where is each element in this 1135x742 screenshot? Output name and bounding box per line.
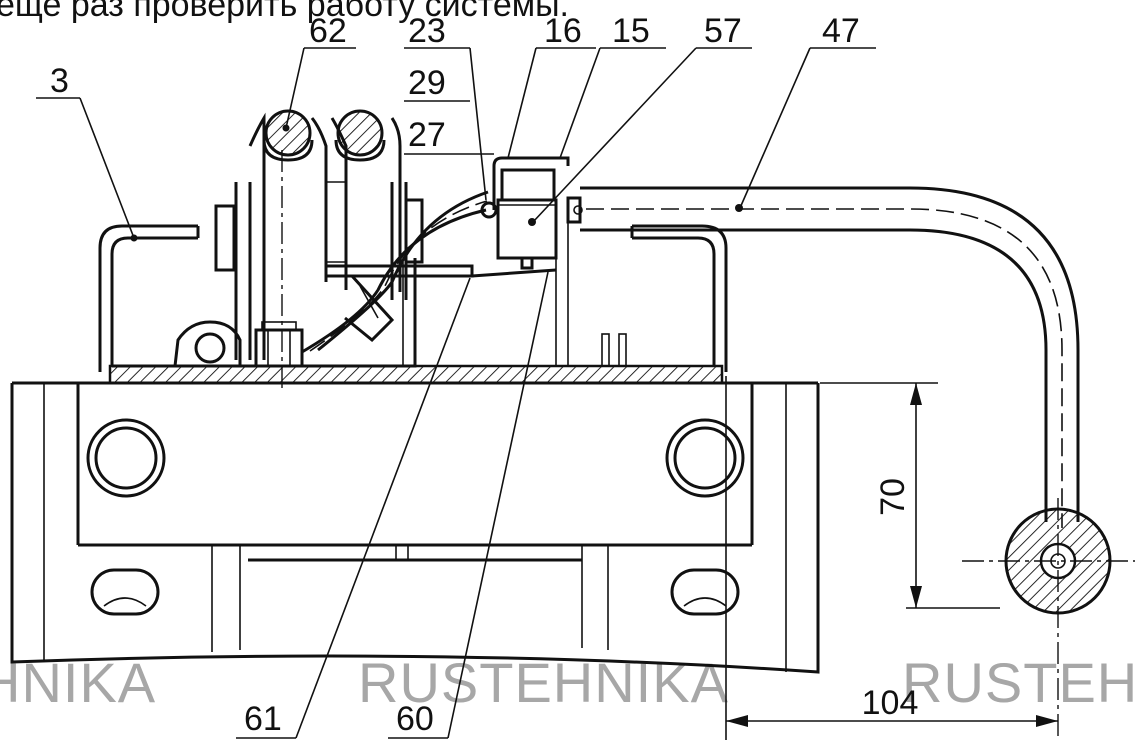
callout-3-label: 3 <box>50 62 69 100</box>
callout-29-label: 29 <box>408 64 446 102</box>
base-bolt <box>254 321 304 368</box>
pivot-bracket <box>173 320 242 367</box>
callout-62-label: 62 <box>309 12 347 50</box>
callout-23: 23 <box>404 12 487 201</box>
callout-61: 61 <box>236 277 471 739</box>
callout-60: 60 <box>388 271 549 739</box>
callout-15-label: 15 <box>612 12 650 50</box>
dimension-70: 70 <box>820 382 1000 609</box>
base-frame <box>10 381 820 674</box>
callout-15: 15 <box>559 12 666 159</box>
mounting-hole-right <box>665 418 745 498</box>
watermark-center: RUSTEHNIKA <box>358 651 729 714</box>
slot-hole-right <box>670 568 740 616</box>
callout-27: 27 <box>404 116 494 155</box>
slot-hole-left <box>90 568 160 616</box>
bottom-plate <box>108 364 724 385</box>
callout-57: 57 <box>532 12 752 223</box>
left-housing <box>98 224 417 372</box>
callout-27-label: 27 <box>408 116 446 154</box>
sensor-box <box>480 156 583 270</box>
watermark-right: RUSTEH <box>902 651 1135 714</box>
callout-62: 62 <box>282 12 356 132</box>
mounting-hole-left <box>86 418 166 498</box>
lever-plate <box>324 264 557 343</box>
callout-47-label: 47 <box>822 12 860 50</box>
callout-23-label: 23 <box>408 12 446 50</box>
callout-61-label: 61 <box>244 700 282 738</box>
cable-section-left <box>264 109 312 157</box>
callout-60-label: 60 <box>396 700 434 738</box>
callout-3: 3 <box>36 62 138 242</box>
callout-47: 47 <box>739 12 876 209</box>
right-housing <box>555 210 728 372</box>
cable-section-right <box>336 109 384 157</box>
dimension-104-label: 104 <box>862 684 919 722</box>
callout-29: 29 <box>404 64 470 102</box>
callout-16: 16 <box>507 12 596 159</box>
dimension-70-label: 70 <box>874 478 912 516</box>
header-text: еще раз проверить работу системы. <box>0 0 569 24</box>
end-fitting-section <box>962 498 1135 740</box>
bent-tube <box>301 190 489 354</box>
callout-57-label: 57 <box>704 12 742 50</box>
callout-16-label: 16 <box>544 12 582 50</box>
dimension-104: 104 <box>725 376 1058 740</box>
